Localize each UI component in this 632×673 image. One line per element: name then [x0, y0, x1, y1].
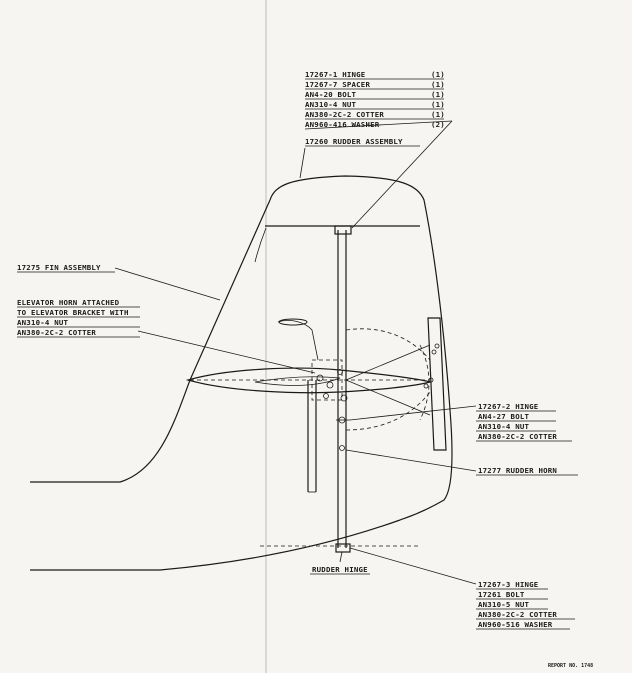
fin-assembly-label: 17275 FIN ASSEMBLY	[17, 263, 101, 272]
top-part-1: 17267-1 HINGE	[305, 70, 365, 79]
bottom-part-3: AN310-5 NUT	[478, 600, 529, 609]
top-part-4: AN310-4 NUT	[305, 100, 356, 109]
top-part-1-qty: (1)	[431, 70, 445, 79]
elevator-horn-line-1: ELEVATOR HORN ATTACHED	[17, 298, 120, 307]
top-part-2-qty: (1)	[431, 80, 445, 89]
fin-and-fuselage-outline	[30, 199, 401, 571]
top-part-5-qty: (1)	[431, 110, 445, 119]
middle-hinge-line-1: 17267-2 HINGE	[478, 402, 538, 411]
leader-lines	[114, 120, 477, 585]
bottom-part-2: 17261 BOLT	[478, 590, 525, 599]
bottom-part-1: 17267-3 HINGE	[478, 580, 538, 589]
middle-hinge-line-2: AN4-27 BOLT	[478, 412, 529, 421]
elevator-horn-linkage	[277, 318, 348, 493]
top-part-6-qty: (2)	[431, 120, 445, 129]
bottom-part-5: AN960-516 WASHER	[478, 620, 553, 629]
top-part-4-qty: (1)	[431, 100, 445, 109]
elevator-horn-line-2: TO ELEVATOR BRACKET WITH	[17, 308, 129, 317]
rudder-swing-arc	[345, 328, 431, 431]
bottom-parts-callout: 17267-3 HINGE 17261 BOLT AN310-5 NUT AN3…	[476, 580, 575, 630]
middle-hinge-callout: 17267-2 HINGE AN4-27 BOLT AN310-4 NUT AN…	[476, 402, 572, 442]
middle-hinge-line-4: AN380-2C-2 COTTER	[478, 432, 557, 441]
hinge-fittings	[336, 416, 350, 451]
trim-tab	[423, 317, 447, 451]
middle-hinge-line-3: AN310-4 NUT	[478, 422, 529, 431]
rudder-horn-label: 17277 RUDDER HORN	[478, 466, 557, 475]
top-part-3-qty: (1)	[431, 90, 445, 99]
elevator-horn-line-3: AN310-4 NUT	[17, 318, 68, 327]
fin-assembly-callout: 17275 FIN ASSEMBLY	[17, 263, 115, 273]
report-number: REPORT NO. 1748	[548, 663, 593, 669]
rudder-assembly-callout: 17260 RUDDER ASSEMBLY	[305, 137, 420, 147]
bottom-part-4: AN380-2C-2 COTTER	[478, 610, 557, 619]
rudder-assembly-label: 17260 RUDDER ASSEMBLY	[305, 137, 403, 146]
top-parts-callout: 17267-1 HINGE (1) 17267-7 SPACER (1) AN4…	[304, 70, 453, 130]
top-part-6: AN960-416 WASHER	[305, 120, 380, 129]
rudder-hinge-callout: RUDDER HINGE	[310, 565, 370, 575]
top-part-3: AN4-20 BOLT	[305, 90, 356, 99]
top-part-2: 17267-7 SPACER	[305, 80, 370, 89]
elevator-horn-callout: ELEVATOR HORN ATTACHED TO ELEVATOR BRACK…	[17, 298, 140, 338]
hinge-line-torque-tube	[260, 225, 420, 553]
elevator-horn-line-4: AN380-2C-2 COTTER	[17, 328, 96, 337]
rudder-hinge-label: RUDDER HINGE	[312, 565, 368, 574]
rudder-horn-callout: 17277 RUDDER HORN	[476, 466, 578, 476]
top-hinge-block	[334, 225, 352, 235]
top-part-5: AN380-2C-2 COTTER	[305, 110, 384, 119]
